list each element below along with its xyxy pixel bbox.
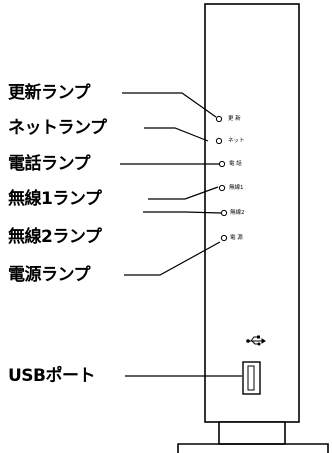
wireless2-lamp-dot [220, 209, 228, 217]
usb-port-label: USBポート [8, 366, 96, 386]
router-base [177, 443, 329, 453]
device-text-wireless1: 無線1 [229, 185, 244, 191]
net-lamp-dot [215, 137, 223, 145]
phone-lamp-label: 電話ランプ [8, 154, 91, 174]
power-lamp-dot [220, 234, 228, 242]
usb-port-slot [247, 365, 255, 391]
update-lamp-label: 更新ランプ [8, 83, 91, 103]
wireless1-lamp-dot [218, 184, 226, 192]
update-lamp-dot [215, 115, 223, 123]
router-stand [218, 421, 286, 445]
wireless2-lamp-label: 無線2ランプ [8, 227, 102, 247]
phone-lamp-dot [218, 160, 226, 168]
power-lamp-label: 電源ランプ [8, 265, 91, 285]
device-text-net: ネット [228, 138, 245, 144]
device-text-phone: 電 話 [229, 161, 242, 167]
net-lamp-label: ネットランプ [8, 118, 107, 138]
leader-wireless2 [143, 211, 222, 214]
device-text-update: 更 新 [228, 116, 241, 122]
leader-power [124, 241, 221, 276]
device-text-wireless2: 無線2 [230, 210, 245, 216]
wireless1-lamp-label: 無線1ランプ [8, 189, 102, 209]
leader-wireless1 [148, 186, 219, 200]
leader-net [144, 127, 209, 142]
usb-icon [246, 335, 266, 346]
device-text-power: 電 源 [230, 235, 243, 241]
leader-update [122, 92, 217, 118]
